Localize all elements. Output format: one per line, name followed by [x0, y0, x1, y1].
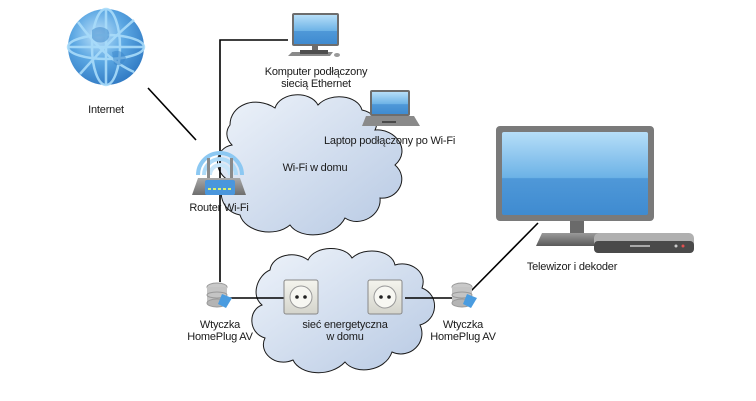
edge-internet-router	[147, 87, 197, 141]
homeplug-right-label-line1: Wtyczka	[442, 319, 484, 331]
globe-icon	[66, 7, 146, 87]
tv-and-decoder-icon	[496, 126, 694, 253]
connection-lines	[147, 39, 539, 299]
homeplug-adapter-right-icon	[451, 282, 477, 308]
power-socket-left-icon	[283, 279, 319, 315]
power-cloud-label-line1: sieć energetyczna	[302, 319, 388, 331]
homeplug-left-label-line2: HomePlug AV	[187, 331, 253, 343]
homeplug-right-label: Wtyczka HomePlug AV	[430, 319, 496, 343]
laptop-label: Laptop podłączony po Wi-Fi	[324, 135, 456, 147]
homeplug-left-label: Wtyczka HomePlug AV	[187, 319, 253, 343]
power-socket-right-icon	[367, 279, 403, 315]
homeplug-left-label-line1: Wtyczka	[199, 319, 241, 331]
homeplug-adapter-left-icon	[206, 282, 232, 308]
internet-label: Internet	[88, 104, 124, 116]
router-label: Router Wi-Fi	[189, 202, 249, 214]
power-cloud-label: sieć energetyczna w domu	[298, 319, 392, 343]
wifi-router-icon	[192, 151, 246, 195]
power-cloud-label-line2: w domu	[326, 331, 364, 343]
homeplug-right-label-line2: HomePlug AV	[430, 331, 496, 343]
laptop-icon	[362, 90, 420, 126]
computer-label-line1: Komputer podłączony	[264, 66, 368, 78]
desktop-computer-icon	[288, 13, 340, 57]
power-network-cloud	[251, 248, 435, 374]
edge-homeplug-right-tv	[469, 222, 539, 293]
wifi-cloud-label: Wi-Fi w domu	[282, 162, 348, 174]
tv-label: Telewizor i dekoder	[526, 261, 618, 273]
edge-router-computer	[219, 39, 288, 180]
computer-label-line2: siecią Ethernet	[281, 78, 351, 90]
computer-label: Komputer podłączony siecią Ethernet	[256, 66, 376, 90]
